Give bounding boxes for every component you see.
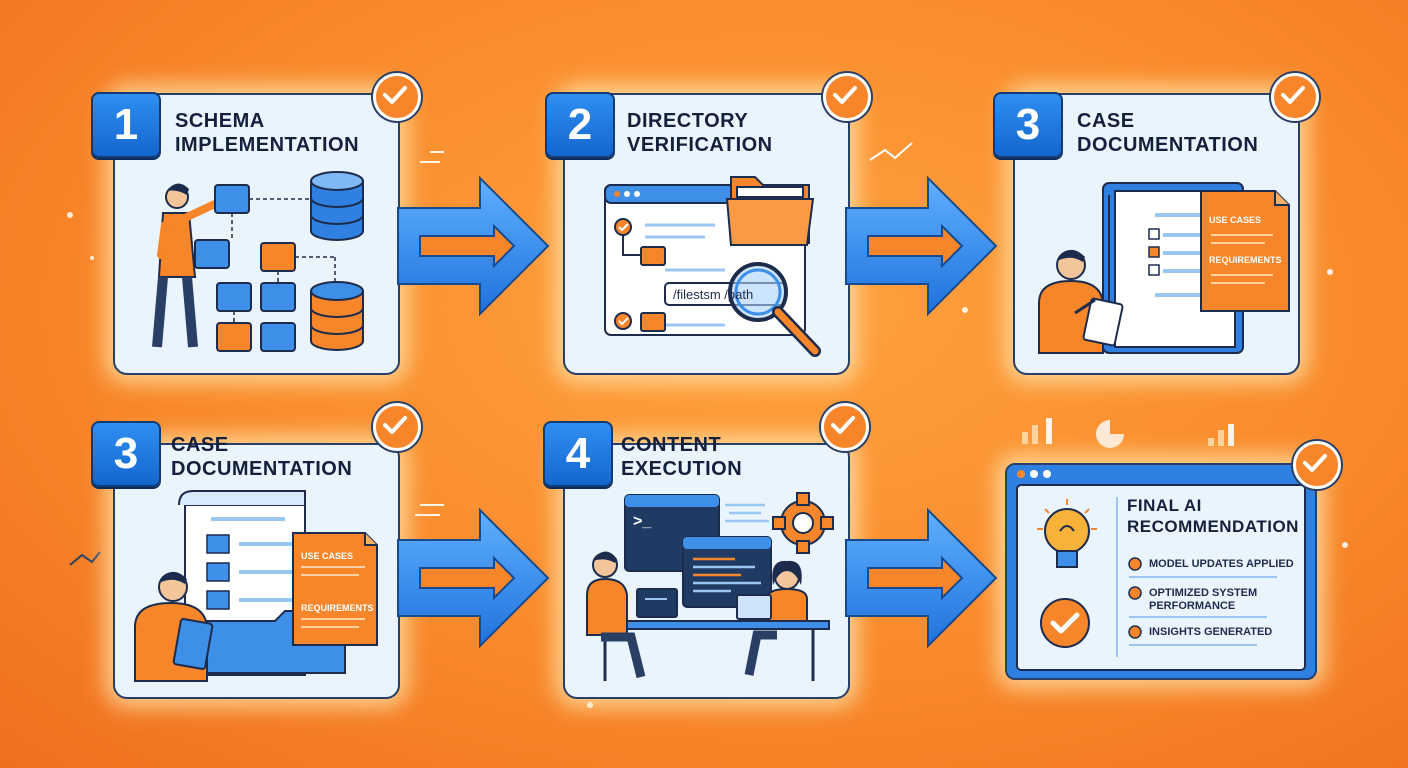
- big-check-icon: [1040, 598, 1090, 648]
- final-title: FINAL AI RECOMMENDATION: [1127, 496, 1299, 536]
- step-1-panel: 1 SCHEMA IMPLEMENTATION: [91, 73, 421, 375]
- step-2-panel: /filestsm /path 2 DIRECTORY VERIFICATION: [545, 73, 871, 375]
- laptop-icon: [636, 588, 678, 618]
- step-1-title: SCHEMA IMPLEMENTATION: [175, 110, 360, 156]
- doc-line1-bottom: USE CASES: [301, 551, 354, 561]
- step-2-check-icon: [823, 73, 871, 121]
- step-4-panel: >_ 4 CONTENT EXECUTION: [543, 403, 869, 699]
- document-icon: [1200, 190, 1290, 312]
- documentation-illustration-bottom: [134, 490, 378, 682]
- step-4-title: CONTENT EXECUTION: [621, 434, 743, 480]
- step-3-panel-bottom: USE CASES REQUIREMENTS 3 CASE DOCUMENTAT…: [91, 403, 421, 699]
- arrow-right-icon: [845, 175, 998, 317]
- final-check-icon: [1293, 441, 1341, 489]
- execution-illustration: [586, 492, 834, 681]
- final-window-chrome: [1016, 470, 1306, 671]
- arrow-right-icon: [397, 175, 550, 317]
- clipboard-icon: [172, 618, 214, 670]
- clipboard-icon: [1082, 297, 1124, 347]
- path-text: /filestsm /path: [673, 287, 754, 302]
- step-3-panel-top: USE CASES REQUIREMENTS 3 CASE DOCUMENTAT…: [993, 73, 1319, 375]
- final-item-2: OPTIMIZED SYSTEM PERFORMANCE: [1149, 587, 1258, 612]
- schema-illustration: [152, 171, 364, 352]
- directory-illustration: [604, 176, 821, 357]
- arrow-right-icon: [397, 507, 550, 649]
- database-icon: [310, 171, 364, 351]
- lightbulb-icon: [1037, 499, 1097, 568]
- folder-icon: [725, 176, 815, 246]
- step-1-check-icon: [373, 73, 421, 121]
- arrow-right-icon: [845, 507, 998, 649]
- documentation-illustration-top: [1038, 182, 1290, 354]
- doc-line1: USE CASES: [1209, 215, 1262, 225]
- step-4-check-icon: [821, 403, 869, 451]
- step-1-number: 1: [91, 92, 161, 158]
- document-icon: [292, 532, 378, 646]
- terminal-prompt: >_: [633, 513, 652, 530]
- doc-line2-bottom: REQUIREMENTS: [301, 603, 374, 613]
- step-3-title-bottom: CASE DOCUMENTATION: [171, 434, 353, 480]
- gear-icon: [772, 492, 834, 554]
- final-item-1: MODEL UPDATES APPLIED: [1149, 558, 1294, 570]
- step-3-number-top: 3: [993, 92, 1063, 158]
- final-panel: FINAL AI RECOMMENDATION MODEL UPDATES AP…: [1005, 441, 1341, 680]
- step-3-check-icon-top: [1271, 73, 1319, 121]
- step-2-number: 2: [545, 92, 615, 158]
- magnifier-icon: [728, 262, 821, 357]
- doc-line2: REQUIREMENTS: [1209, 255, 1282, 265]
- final-item-3: INSIGHTS GENERATED: [1149, 626, 1273, 638]
- step-3-title-top: CASE DOCUMENTATION: [1077, 110, 1259, 156]
- step-3-number-bottom: 3: [91, 421, 161, 487]
- step-3-check-icon-bottom: [373, 403, 421, 451]
- step-4-number: 4: [543, 421, 613, 487]
- step-2-title: DIRECTORY VERIFICATION: [627, 110, 773, 156]
